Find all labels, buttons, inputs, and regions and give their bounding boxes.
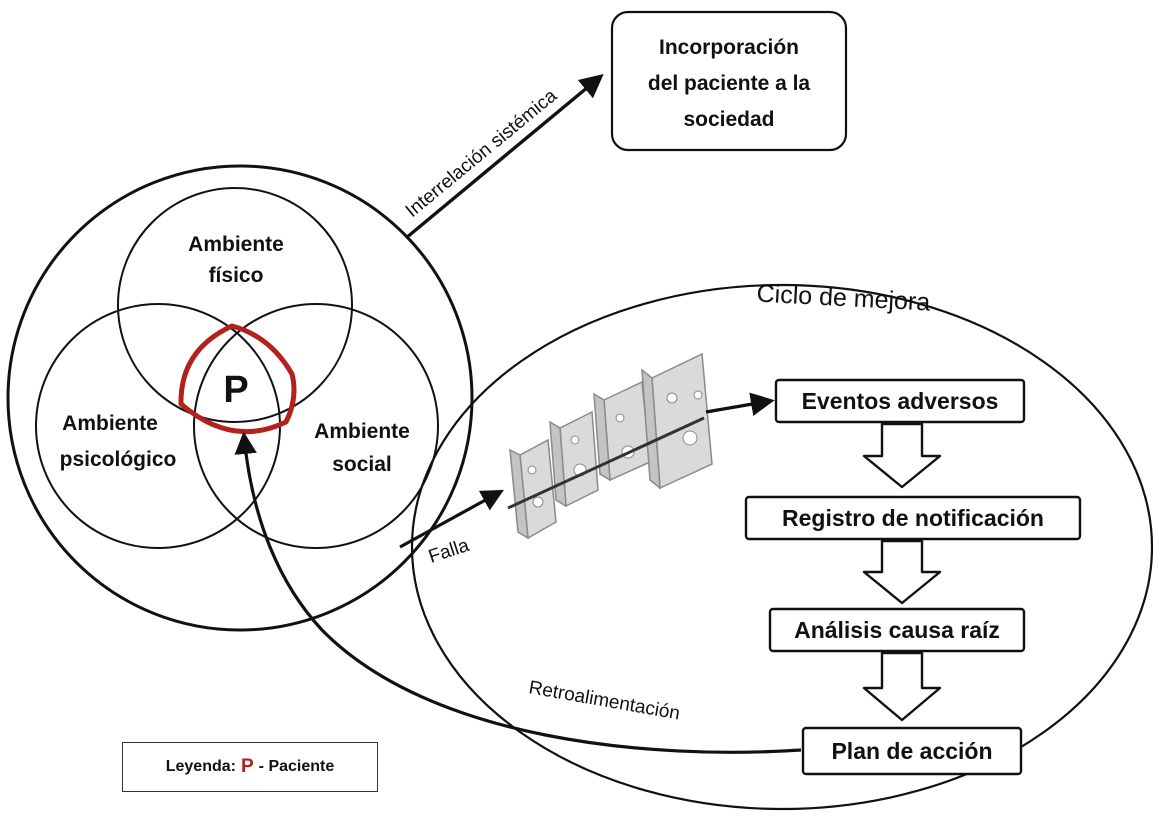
cheese-to-events-arrow	[705, 392, 775, 416]
legend-suffix: - Paciente	[258, 758, 335, 775]
falla-arrow	[399, 489, 504, 549]
interrelacion-label: Interrelación sistémica	[402, 85, 562, 222]
cycle-step-analisis-label: Análisis causa raíz	[794, 617, 1000, 643]
society-box-line1: Incorporación	[659, 36, 799, 59]
falla-label: Falla	[426, 535, 472, 568]
venn-circle-social	[193, 303, 439, 549]
down-arrow-2	[862, 539, 942, 605]
legend-box: Leyenda: P - Paciente	[122, 742, 378, 792]
venn-social-line2: social	[332, 453, 392, 476]
interrelacion-arrow	[404, 73, 604, 240]
outer-environment-circle	[6, 164, 474, 632]
venn-circle-fisico	[117, 187, 353, 423]
retroalimentacion-arrow	[234, 431, 802, 754]
venn-social-line1: Ambiente	[314, 420, 410, 443]
cycle-title: Ciclo de mejora	[756, 279, 931, 316]
society-box	[610, 10, 848, 152]
swiss-cheese-model-icon	[507, 352, 713, 540]
venn-fisico-line1: Ambiente	[188, 233, 284, 256]
patient-center-label: P	[223, 369, 248, 411]
cycle-step-registro: Registro de notificación	[744, 495, 1082, 541]
society-box-line3: sociedad	[683, 108, 774, 131]
venn-psicologico-line2: psicológico	[60, 448, 177, 471]
venn-fisico-line2: físico	[209, 264, 264, 287]
venn-psicologico-line1: Ambiente	[62, 412, 158, 435]
cycle-step-plan-label: Plan de acción	[831, 738, 992, 764]
cycle-ellipse	[410, 283, 1154, 811]
cycle-step-eventos: Eventos adversos	[774, 378, 1026, 424]
legend-prefix: Leyenda:	[165, 758, 236, 775]
cycle-step-plan: Plan de acción	[801, 726, 1023, 776]
society-box-line2: del paciente a la	[648, 72, 811, 95]
down-arrow-3	[862, 651, 942, 722]
retroalimentacion-label: Retroalimentación	[527, 677, 681, 724]
cycle-step-eventos-label: Eventos adversos	[802, 388, 999, 414]
down-arrow-1	[862, 422, 942, 489]
legend-patient-symbol: P	[240, 756, 254, 777]
cycle-step-registro-label: Registro de notificación	[782, 505, 1044, 531]
cycle-step-analisis: Análisis causa raíz	[768, 607, 1026, 653]
